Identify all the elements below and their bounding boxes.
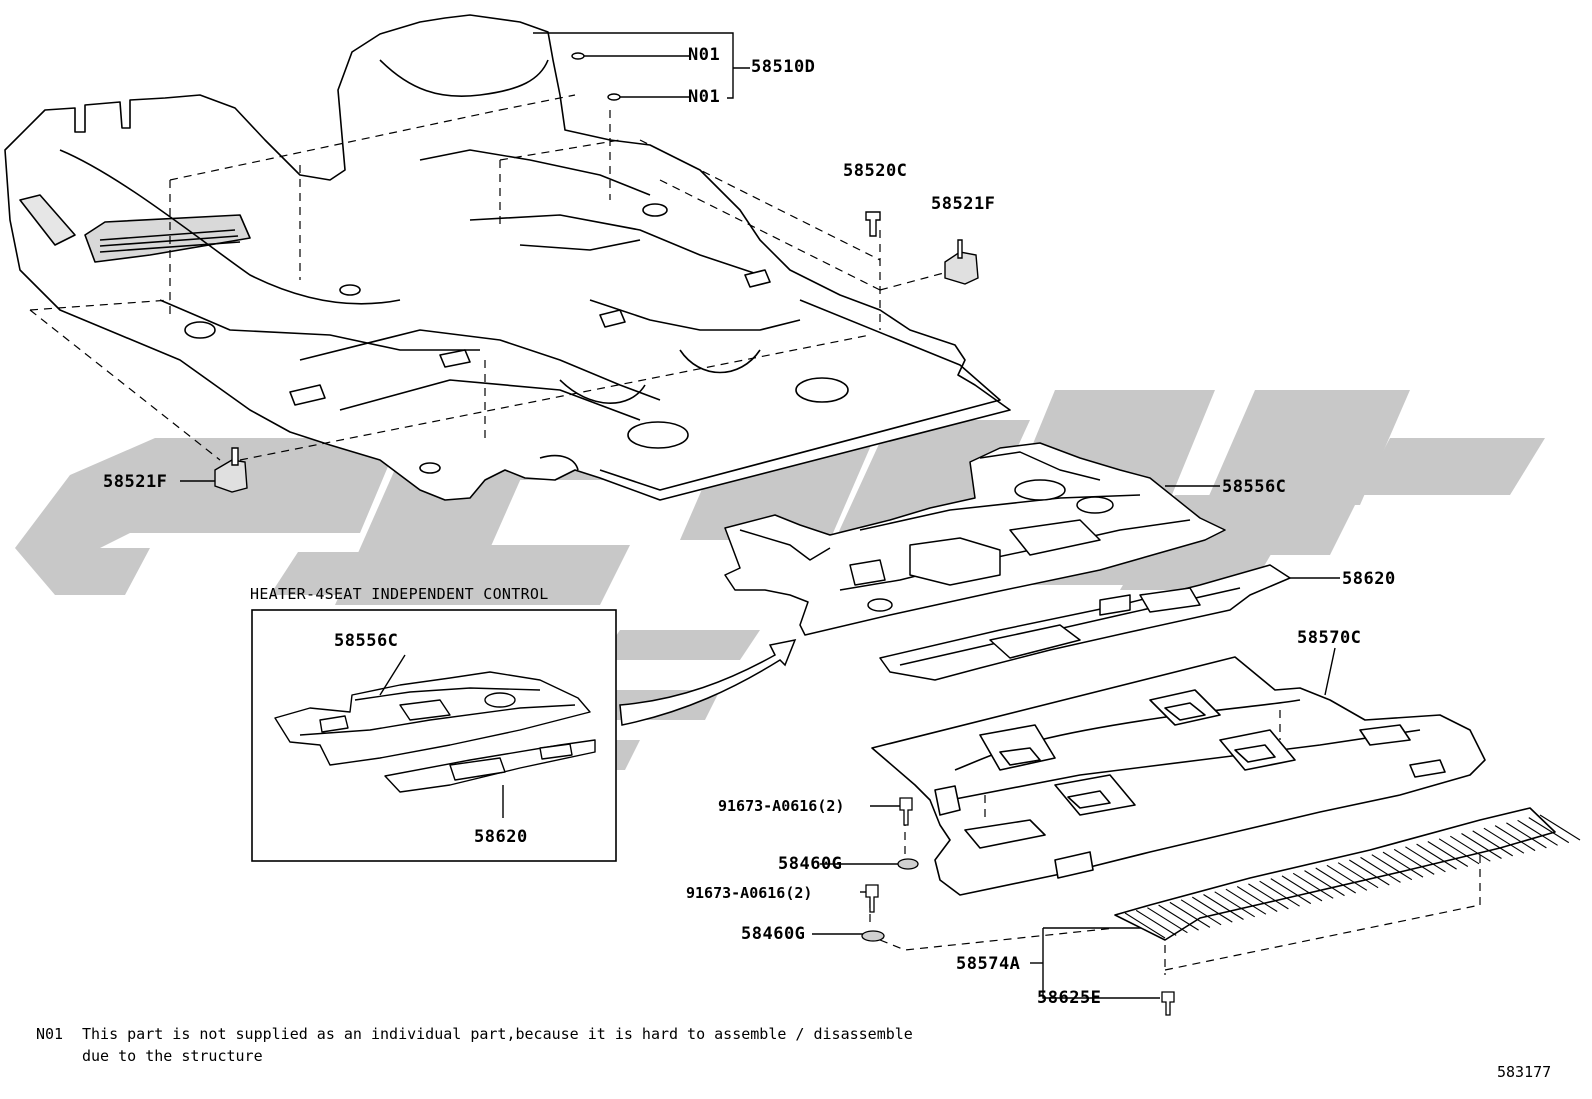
label-58625E[interactable]: 58625E: [1037, 988, 1102, 1008]
step-cover-rib: [1494, 825, 1536, 852]
footnote-line-2: due to the structure: [82, 1047, 263, 1065]
step-cover-rib: [1236, 886, 1278, 912]
clip-icons: [214, 52, 979, 493]
step-cover-rib: [1405, 846, 1446, 873]
label-58574A[interactable]: 58574A: [956, 954, 1021, 974]
rear-floor-carpet-58570C: [871, 656, 1486, 896]
label-58460G-upper[interactable]: 58460G: [778, 854, 843, 874]
inset-heater-58620: [384, 739, 596, 793]
step-cover-ribs: [1124, 814, 1581, 939]
step-cover-rib: [1427, 841, 1469, 867]
step-cover-rib: [1192, 896, 1233, 923]
step-cover-rib: [1147, 907, 1188, 934]
step-cover-rib: [1349, 859, 1390, 886]
step-cover-rib: [1225, 888, 1267, 915]
step-cover-rib: [1416, 843, 1457, 870]
diagram-number: 583177: [1497, 1063, 1552, 1081]
label-58510D[interactable]: 58510D: [751, 57, 816, 77]
step-cover-rib: [1472, 830, 1513, 857]
step-cover-rib: [1124, 912, 1166, 939]
inset-title: HEATER-4SEAT INDEPENDENT CONTROL: [250, 585, 549, 603]
inset-label-58556C[interactable]: 58556C: [334, 631, 399, 651]
step-cover-rib: [1292, 872, 1334, 899]
label-N01-top[interactable]: N01: [688, 45, 721, 65]
step-cover-rib: [1270, 878, 1312, 905]
step-cover-rib: [1180, 899, 1222, 926]
label-58521F-top[interactable]: 58521F: [931, 194, 996, 214]
heater-mat-58556C: [724, 442, 1226, 636]
step-cover-rib: [1259, 880, 1300, 907]
step-cover-rib: [1135, 909, 1177, 936]
step-cover-58574A: [1114, 807, 1556, 941]
step-cover-rib: [1248, 883, 1289, 910]
step-cover-rib: [1539, 814, 1581, 841]
step-cover-rib: [1169, 901, 1211, 928]
inset-box: [251, 609, 617, 862]
step-cover-rib: [1382, 851, 1424, 878]
label-58620[interactable]: 58620: [1342, 569, 1396, 589]
step-cover-rib: [1393, 848, 1435, 875]
step-cover-rib: [1326, 864, 1368, 891]
inset-arrow: [619, 638, 797, 726]
footnote-line-1: This part is not supplied as an individu…: [82, 1025, 913, 1043]
front-carpet-guides: [29, 94, 956, 461]
step-cover-rib: [1528, 817, 1570, 844]
label-58521F-left[interactable]: 58521F: [103, 472, 168, 492]
step-cover-rib: [1214, 891, 1255, 918]
label-58570C[interactable]: 58570C: [1297, 628, 1362, 648]
step-cover-rib: [1461, 833, 1502, 859]
rear-fasteners: [861, 797, 1175, 1016]
step-cover-rib: [1506, 822, 1547, 849]
step-cover-rib: [1281, 875, 1323, 902]
step-cover-rib: [1517, 819, 1558, 846]
step-cover-rib: [1158, 904, 1199, 931]
step-cover-rib: [1371, 854, 1413, 881]
step-cover-rib: [1438, 838, 1480, 865]
step-cover-rib: [1315, 867, 1356, 894]
heater-58620: [879, 564, 1291, 681]
inset-label-58620[interactable]: 58620: [474, 827, 528, 847]
label-bolt-lower[interactable]: 91673-A0616(2): [686, 884, 813, 902]
step-cover-rib: [1337, 862, 1379, 889]
inset-heater-mat-58556C: [274, 671, 591, 766]
step-cover-rib: [1203, 894, 1244, 920]
step-cover-rib: [1483, 827, 1525, 854]
step-cover-rib: [1450, 835, 1491, 862]
label-N01-lower[interactable]: N01: [688, 87, 721, 107]
step-cover-rib: [1304, 870, 1345, 897]
label-58556C[interactable]: 58556C: [1222, 477, 1287, 497]
step-cover-rib: [1360, 856, 1401, 883]
front-floor-carpet: [4, 14, 1011, 501]
label-58460G-lower[interactable]: 58460G: [741, 924, 806, 944]
footnote-code: N01: [36, 1025, 64, 1043]
leader-lines: [180, 32, 1340, 999]
label-bolt-upper[interactable]: 91673-A0616(2): [718, 797, 845, 815]
label-58520C[interactable]: 58520C: [843, 161, 908, 181]
